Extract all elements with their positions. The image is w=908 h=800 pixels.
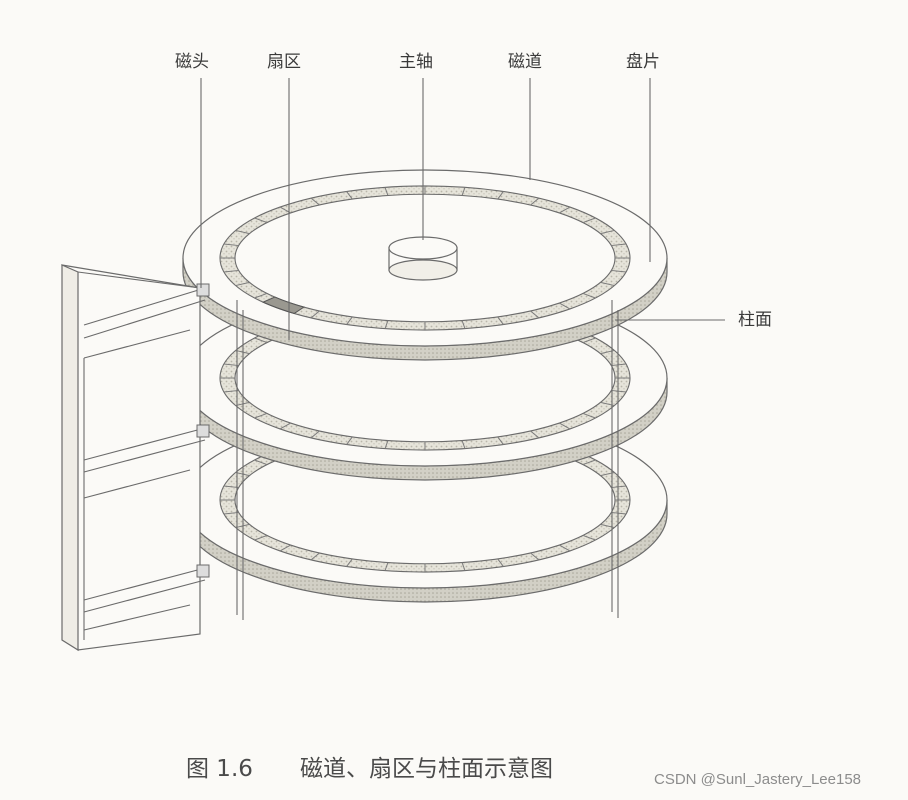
head-arm (83, 283, 210, 359)
spindle-label: 主轴 (399, 52, 433, 72)
track-label: 磁道 (508, 52, 542, 72)
watermark: CSDN @Sunl_Jastery_Lee158 (654, 771, 861, 788)
head-arm (83, 424, 210, 499)
figure-caption: 磁道、扇区与柱面示意图 (300, 756, 553, 782)
head-arm (83, 564, 210, 631)
cylinder-lines (236, 300, 619, 620)
leader-lines (200, 78, 725, 340)
highlighted-sector (261, 296, 306, 315)
sector-label: 扇区 (267, 52, 301, 72)
figure-number: 图 1.6 (186, 756, 253, 782)
platter-label: 盘片 (626, 52, 660, 72)
head-label: 磁头 (175, 52, 209, 72)
spindle (388, 236, 458, 281)
head-actuator (61, 264, 210, 652)
cylinder-label: 柱面 (738, 310, 772, 330)
